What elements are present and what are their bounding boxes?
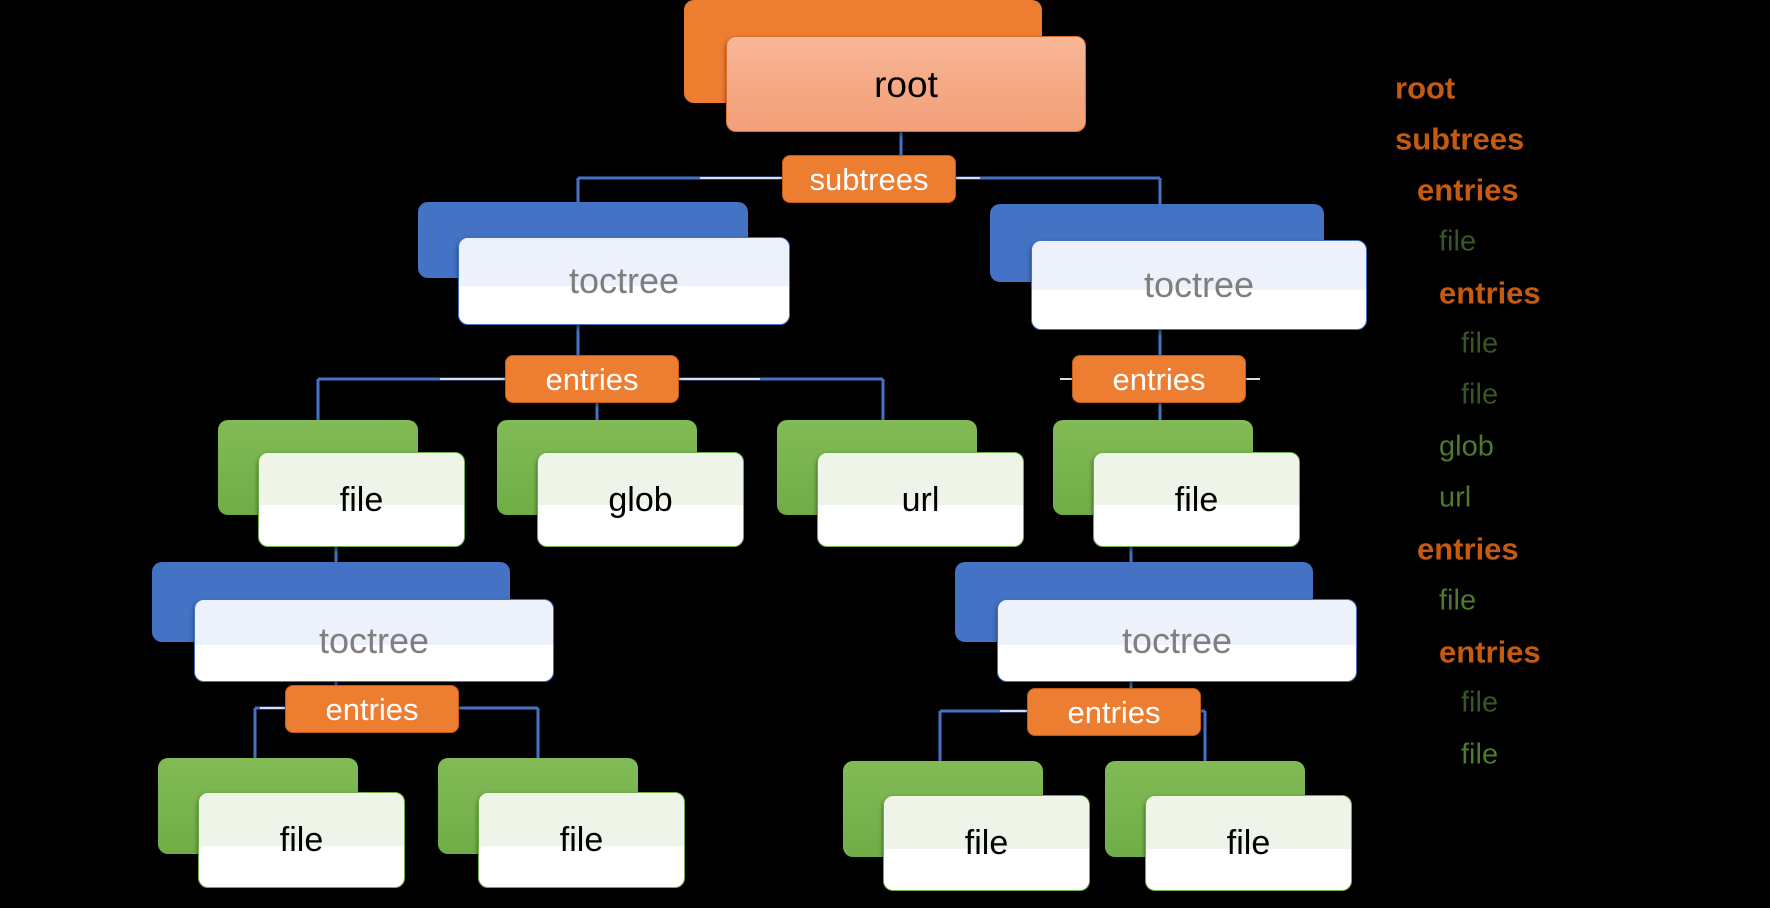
outline-row: entries: [1395, 165, 1725, 216]
node-glob[interactable]: glob: [497, 420, 744, 547]
outline-row-label: entries: [1439, 634, 1541, 670]
node-file-r2b[interactable]: file: [1105, 761, 1352, 891]
node-glob-label: glob: [608, 480, 673, 519]
outline-row: file: [1395, 370, 1725, 421]
node-file-r2a-label: file: [964, 824, 1009, 862]
node-file-l2b-label: file: [559, 821, 604, 859]
node-file-r1[interactable]: file: [1053, 420, 1300, 547]
outline-row-label: file: [1461, 738, 1499, 770]
node-file-l2b-frontplate: file: [478, 792, 685, 888]
node-file-r1-frontplate: file: [1093, 452, 1300, 547]
node-file-r2a[interactable]: file: [843, 761, 1090, 891]
outline-row: file: [1395, 575, 1725, 626]
outline-row: subtrees: [1395, 113, 1725, 164]
outline-row-label: file: [1439, 584, 1477, 617]
node-toctree-right-2-frontplate: toctree: [997, 599, 1357, 682]
outline-row-label: entries: [1417, 172, 1519, 208]
outline-row: entries: [1395, 267, 1725, 318]
pill-entries-left-label: entries: [545, 361, 639, 397]
outline-row: file: [1395, 729, 1725, 780]
outline-row-label: file: [1439, 225, 1477, 258]
node-root-frontplate: root: [726, 36, 1086, 132]
outline-row-label: file: [1461, 327, 1499, 360]
node-file-r2b-frontplate: file: [1145, 795, 1352, 891]
node-root-label: root: [874, 63, 938, 105]
pill-entries-right-2[interactable]: entries: [1027, 688, 1201, 736]
node-url[interactable]: url: [777, 420, 1024, 547]
outline-row: file: [1395, 678, 1725, 729]
pill-entries-right[interactable]: entries: [1072, 355, 1246, 403]
pill-entries-right-label: entries: [1112, 361, 1206, 397]
outline-row-label: entries: [1439, 275, 1541, 311]
outline-row-label: subtrees: [1395, 121, 1525, 157]
node-toctree-left-frontplate: toctree: [458, 237, 790, 325]
node-glob-frontplate: glob: [537, 452, 744, 547]
node-url-label: url: [901, 480, 940, 519]
outline-row: file: [1395, 318, 1725, 369]
outline-row-label: url: [1439, 481, 1472, 514]
node-file-l2a-frontplate: file: [198, 792, 405, 888]
node-file-r1-label: file: [1174, 480, 1219, 519]
node-toctree-right[interactable]: toctree: [990, 204, 1367, 330]
outline-row: entries: [1395, 626, 1725, 677]
outline-row: root: [1395, 62, 1725, 113]
pill-entries-left[interactable]: entries: [505, 355, 679, 403]
outline-row-label: root: [1395, 70, 1456, 106]
node-file-l2b[interactable]: file: [438, 758, 685, 888]
node-file-r2b-label: file: [1226, 824, 1271, 862]
outline-row-label: file: [1461, 686, 1499, 719]
node-root[interactable]: root: [684, 0, 1086, 132]
node-toctree-right-frontplate: toctree: [1031, 240, 1367, 330]
node-file-l2a-label: file: [279, 821, 324, 859]
node-toctree-left-2-frontplate: toctree: [194, 599, 554, 682]
node-toctree-left-2-label: toctree: [318, 619, 430, 661]
pill-entries-right-2-label: entries: [1067, 694, 1161, 730]
pill-subtrees[interactable]: subtrees: [782, 155, 956, 203]
node-toctree-right-2-label: toctree: [1121, 619, 1233, 661]
node-file-l2a[interactable]: file: [158, 758, 405, 888]
outline-row: url: [1395, 472, 1725, 523]
node-file-l1-frontplate: file: [258, 452, 465, 547]
pill-entries-left-2-label: entries: [325, 691, 419, 727]
outline-row-label: glob: [1439, 430, 1494, 463]
node-file-l1[interactable]: file: [218, 420, 465, 547]
node-toctree-right-label: toctree: [1143, 264, 1255, 305]
node-toctree-left-label: toctree: [568, 260, 680, 301]
node-file-l1-label: file: [339, 480, 384, 519]
outline-legend: root subtrees entries file entries file file gl…: [1395, 62, 1725, 780]
outline-row: file: [1395, 216, 1725, 267]
pill-entries-left-2[interactable]: entries: [285, 685, 459, 733]
outline-row-label: entries: [1417, 531, 1519, 567]
outline-row: entries: [1395, 524, 1725, 575]
pill-subtrees-label: subtrees: [809, 161, 929, 197]
node-url-frontplate: url: [817, 452, 1024, 547]
node-file-r2a-frontplate: file: [883, 795, 1090, 891]
node-toctree-left-2[interactable]: toctree: [152, 562, 554, 682]
node-toctree-right-2[interactable]: toctree: [955, 562, 1357, 682]
outline-row: glob: [1395, 421, 1725, 472]
node-toctree-left[interactable]: toctree: [418, 202, 790, 325]
outline-row-label: file: [1461, 378, 1499, 411]
